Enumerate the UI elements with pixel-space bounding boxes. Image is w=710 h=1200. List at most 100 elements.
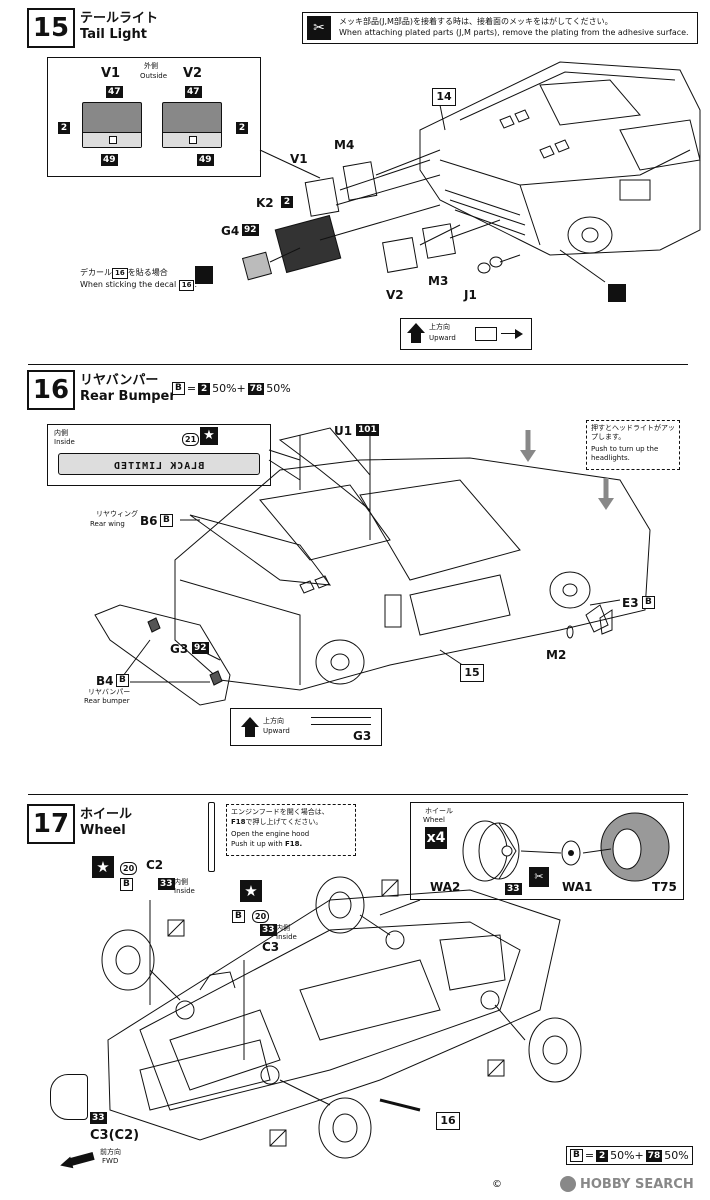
step-17-title-jp: ホイール xyxy=(80,807,133,822)
m3-part-label: M3 xyxy=(428,274,449,288)
decal-icon-a xyxy=(195,266,213,284)
watermark-logo-icon xyxy=(560,1176,576,1192)
star-icon-c2: ★ xyxy=(92,856,114,878)
right-arrow-head xyxy=(515,329,523,339)
t75-part-label: T75 xyxy=(652,880,677,894)
k2-part-label: K2 xyxy=(256,196,274,210)
wheel-parts-drawing xyxy=(462,812,670,882)
upward-box-16: 上方向 Upward G3 xyxy=(230,708,382,746)
b6-part-label: B6 xyxy=(140,514,158,528)
ref-step-14: 14 xyxy=(432,88,456,106)
j1-part-label: J1 xyxy=(464,288,477,302)
divider-16-17 xyxy=(28,794,688,795)
decal-note-en: When sticking the decal 16. xyxy=(80,280,198,291)
watermark-text: HOBBY SEARCH xyxy=(580,1176,694,1192)
plating-warning-icon: ✂ xyxy=(307,16,331,40)
b4-chip: B xyxy=(116,674,129,687)
step-17-number: 17 xyxy=(27,804,75,844)
k2-color-chip: 2 xyxy=(281,196,293,208)
m4-part-label: M4 xyxy=(334,138,355,152)
color-49-a: 49 xyxy=(101,154,118,166)
c2-color-33: 33 xyxy=(158,878,175,890)
plating-note: ✂ メッキ部品(J,M部品)を接着する時は、接着面のメッキをはがしてください。 … xyxy=(302,12,698,44)
copyright: © xyxy=(492,1179,502,1190)
color-49-b: 49 xyxy=(197,154,214,166)
c3-part-label: C3 xyxy=(262,940,280,954)
c3-color-33: 33 xyxy=(260,924,277,936)
taillight-v2-shape xyxy=(162,102,222,148)
b6-chip: B xyxy=(160,514,173,527)
taillight-v1-shape xyxy=(82,102,142,148)
g3-part-label: G3 xyxy=(170,642,189,656)
c2-inside-jp: 内側 xyxy=(174,878,188,886)
c3-inside-en: Inside xyxy=(276,933,297,941)
c3-chip-b: B xyxy=(232,910,245,923)
upward-jp: 上方向 xyxy=(263,717,284,725)
g4-part-label: G4 xyxy=(221,224,240,238)
upward-jp: 上方向 xyxy=(429,323,450,331)
rear-bumper-en: Rear bumper xyxy=(84,697,130,705)
decal-icon-b xyxy=(608,284,626,302)
step-15-illustration xyxy=(241,61,701,283)
part-outline-icon xyxy=(475,327,497,341)
e3-part-label: E3 xyxy=(622,596,639,610)
divider-15-16 xyxy=(28,364,688,365)
headlight-note: 押すとヘッドライトがアップします。 Push to turn up the he… xyxy=(586,420,680,470)
g4-color-chip: 92 xyxy=(242,224,259,236)
c3-inset-shape xyxy=(50,1074,88,1120)
up-arrow-icon xyxy=(241,717,259,727)
hood-jp-1: エンジンフードを開く場合は、 xyxy=(231,808,329,816)
u1-color-chip: 101 xyxy=(356,424,379,436)
v1-part-label: V1 xyxy=(290,152,308,166)
star-icon-c3: ★ xyxy=(240,880,262,902)
wa2-part-label: WA2 xyxy=(430,880,461,894)
fwd-jp: 前方向 xyxy=(100,1148,121,1156)
ref-step-15: 15 xyxy=(460,664,484,682)
m2-part-label: M2 xyxy=(546,648,567,662)
c2-inside-en: Inside xyxy=(174,887,195,895)
watermark: HOBBY SEARCH xyxy=(560,1176,694,1192)
step-16-title-jp: リヤバンパー xyxy=(80,373,159,388)
v2-part-label: V2 xyxy=(386,288,404,302)
e3-chip: B xyxy=(642,596,655,609)
plating-note-jp: メッキ部品(J,M部品)を接着する時は、接着面のメッキをはがしてください。 xyxy=(339,17,613,26)
wheel-detail-box: ホイール Wheel x4 ✂ 33 xyxy=(410,802,684,900)
c3-inside-jp: 内側 xyxy=(276,924,290,932)
inside-en: Inside xyxy=(54,438,75,446)
star-icon: ★ xyxy=(200,427,218,445)
wa1-part-label: WA1 xyxy=(562,880,593,894)
c2-chip-b: B xyxy=(120,878,133,891)
c3-decal-20: 20 xyxy=(252,910,270,923)
u1-part-label: U1 xyxy=(334,424,353,438)
wheel-en: Wheel xyxy=(423,816,445,824)
v1-label: V1 xyxy=(101,66,121,81)
g3-part-shape xyxy=(311,717,371,725)
up-arrow-icon xyxy=(407,323,425,333)
outside-jp: 外側 xyxy=(144,62,158,70)
step-16-illustration xyxy=(94,427,651,706)
rear-wing-jp: リヤウィング xyxy=(96,510,138,518)
rear-wing-plate: BLACK LIMITED xyxy=(58,453,260,475)
plating-note-en: When attaching plated parts (J,M parts),… xyxy=(339,28,689,37)
color-2-b: 2 xyxy=(236,122,248,134)
f18-rod xyxy=(208,802,215,872)
c2-decal-20: 20 xyxy=(120,862,138,875)
fwd-en: FWD xyxy=(102,1157,119,1165)
step-16-title-en: Rear Bumper xyxy=(80,389,176,404)
step-16-number: 16 xyxy=(27,370,75,410)
x4-badge: x4 xyxy=(425,827,447,849)
b4-part-label: B4 xyxy=(96,674,114,688)
step-15-title-en: Tail Light xyxy=(80,27,147,42)
color-47-b: 47 xyxy=(185,86,202,98)
step-17-title-en: Wheel xyxy=(80,823,126,838)
inside-decal-box: 内側 Inside 21 ★ BLACK LIMITED xyxy=(47,424,271,486)
outside-en: Outside xyxy=(140,72,168,80)
step-17-illustration xyxy=(101,876,582,1159)
upward-en: Upward xyxy=(263,727,290,735)
step-15-number: 15 xyxy=(27,8,75,48)
right-arrow-icon xyxy=(501,333,519,334)
taillight-detail-box: V1 V2 外側 Outside 47 47 2 2 49 49 xyxy=(47,57,261,177)
